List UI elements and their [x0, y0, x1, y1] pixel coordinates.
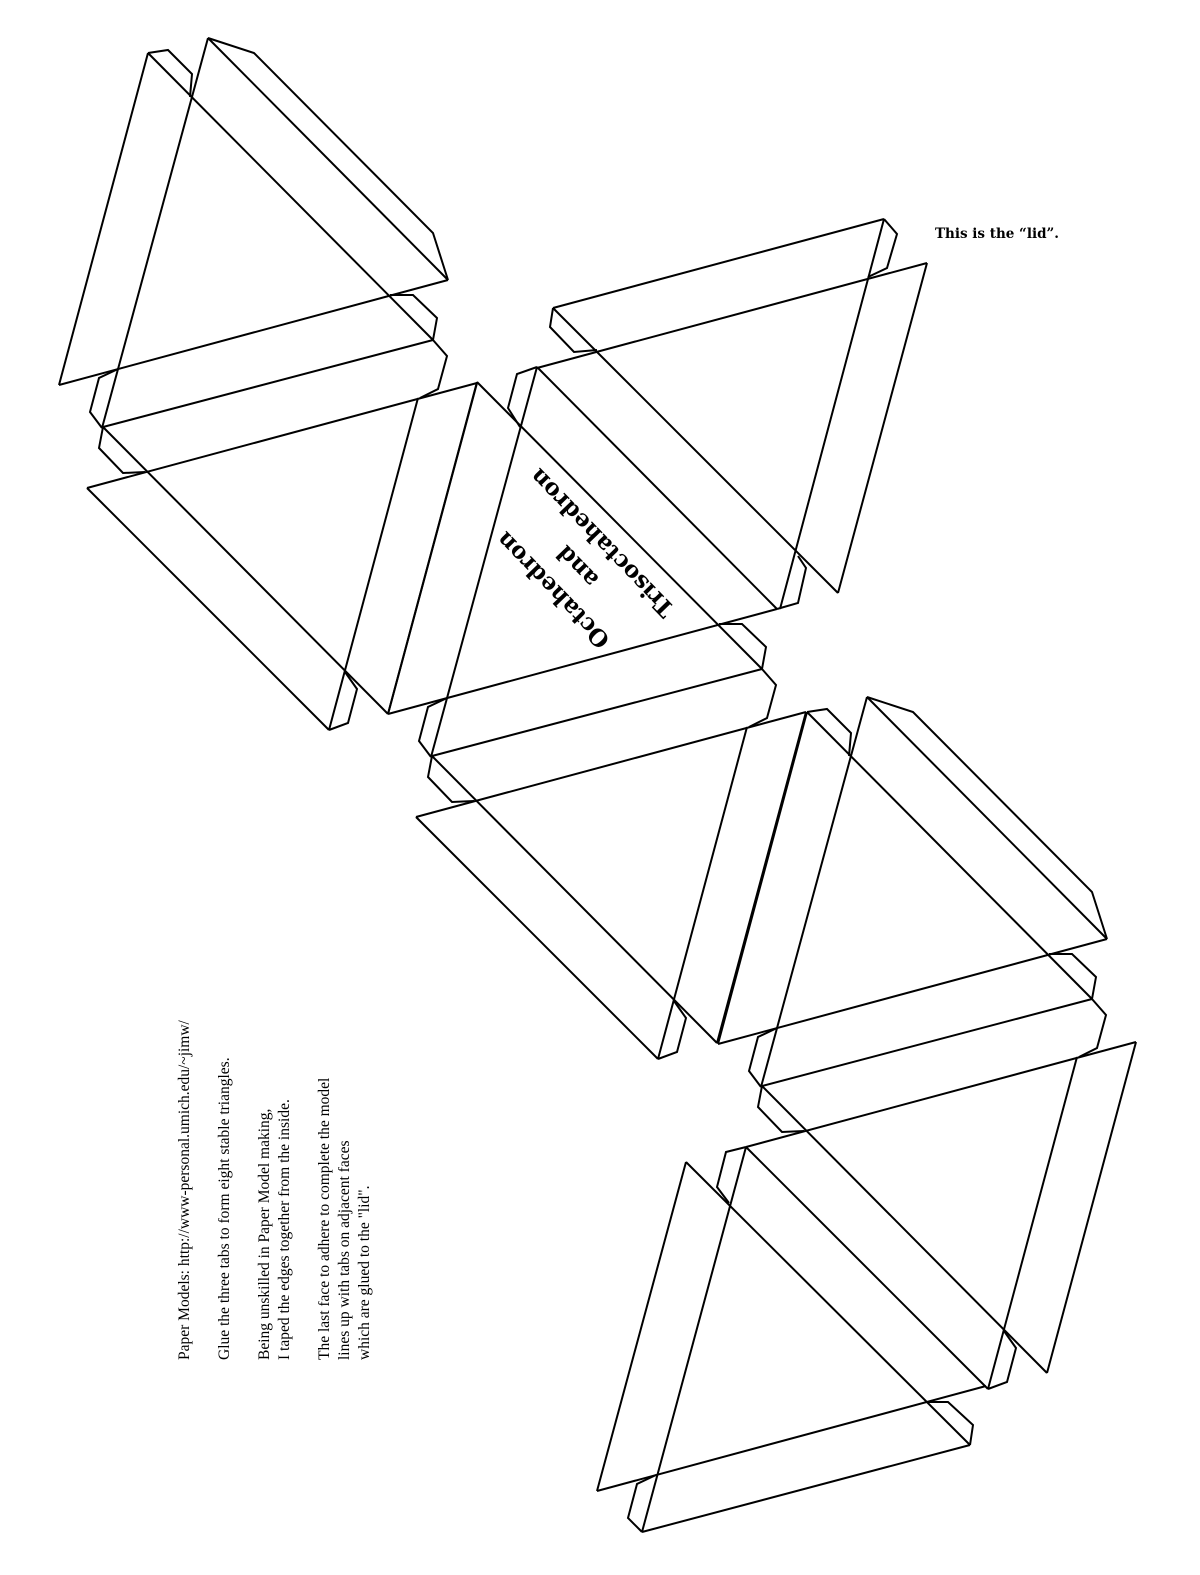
face-pair-3-upper [717, 696, 1108, 1088]
face-pair-1-lower [86, 339, 478, 731]
glue-note: Glue the three tabs to form eight stable… [216, 1057, 233, 1360]
bottom-face [596, 1146, 987, 1533]
last-face-note-line-1: The last face to adhere to complete the … [316, 1077, 333, 1360]
source-note: Paper Models: http://www-personal.umich.… [176, 1020, 193, 1360]
face-pair-2-lower [415, 668, 807, 1060]
last-face-note-line-2: lines up with tabs on adjacent faces [336, 1140, 353, 1360]
face-pair-3-lower [745, 998, 1137, 1390]
taped-note-line-2: I taped the edges together from the insi… [276, 1099, 293, 1360]
lid-face [536, 218, 928, 610]
face-pair-3-tabs [806, 696, 1108, 940]
last-face-note-line-3: which are glued to the "lid". [356, 1185, 373, 1361]
face-pair-1-upper [58, 37, 449, 429]
lid-label: This is the “lid”. [935, 226, 1059, 242]
face-pair-2-tabs [506, 366, 808, 610]
taped-note-line-1: Being unskilled in Paper Model making, [256, 1108, 273, 1360]
face-pair-1-tabs [147, 37, 449, 281]
instructions: Paper Models: http://www-personal.umich.… [175, 1020, 375, 1360]
